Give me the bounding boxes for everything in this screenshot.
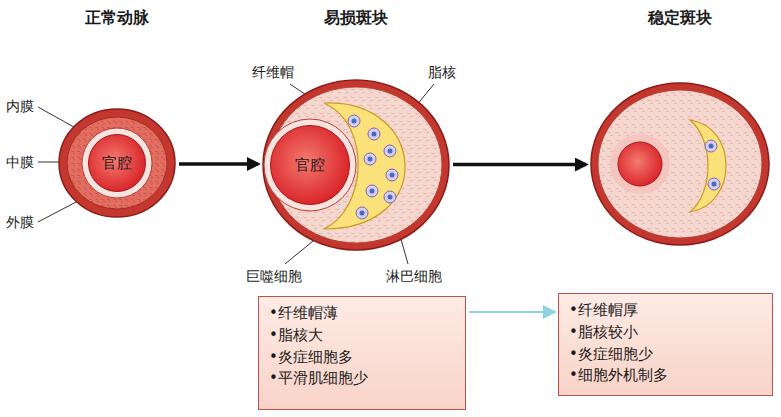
figure-title: 稳定斑块 xyxy=(648,8,712,29)
cell-body xyxy=(368,128,380,140)
cell-body xyxy=(348,115,360,127)
feature-item: •炎症细胞少 xyxy=(569,344,762,366)
lumen-circle: 官腔 xyxy=(88,134,146,192)
artery-section: 稳定斑块 xyxy=(590,82,770,246)
feature-item: •炎症细胞多 xyxy=(269,347,455,369)
lumen-label: 官腔 xyxy=(102,154,132,173)
flow-arrow xyxy=(179,162,258,166)
artery-section: 官腔易损斑块 xyxy=(262,79,450,251)
part-label: 巨噬细胞 xyxy=(246,266,302,286)
flow-arrow xyxy=(453,163,586,167)
cell-nucleus xyxy=(712,182,717,187)
cell-nucleus xyxy=(360,211,365,216)
cell-body xyxy=(384,145,396,157)
cell-body xyxy=(364,153,376,165)
feature-item: •纤维帽厚 xyxy=(569,300,762,322)
adventitia xyxy=(59,109,175,217)
part-label: 中膜 xyxy=(6,152,34,172)
cell-nucleus xyxy=(372,132,377,137)
adventitia xyxy=(591,83,769,245)
part-label: 外膜 xyxy=(6,212,34,232)
lumen-circle: 官腔 xyxy=(270,125,350,205)
cell-nucleus xyxy=(370,189,375,194)
figure-title: 易损斑块 xyxy=(324,8,388,29)
part-label: 内膜 xyxy=(6,96,34,116)
lumen xyxy=(271,126,350,205)
lipid-core xyxy=(690,120,726,212)
cell-body xyxy=(708,178,720,190)
part-label: 脂核 xyxy=(428,62,456,82)
feature-item: •脂核较小 xyxy=(569,322,762,344)
leader-line xyxy=(38,201,78,222)
intima xyxy=(264,119,356,211)
part-label: 淋巴细胞 xyxy=(386,266,442,286)
cell-body xyxy=(386,169,398,181)
flow-arrow xyxy=(469,311,554,313)
figure-title: 正常动脉 xyxy=(85,8,149,29)
part-label: 纤维帽 xyxy=(252,62,294,82)
vessel-wall xyxy=(598,90,762,238)
artery-section: 官腔正常动脉 xyxy=(58,108,176,218)
lumen-label: 官腔 xyxy=(295,156,325,175)
cell-nucleus xyxy=(388,195,393,200)
cell-body xyxy=(366,185,378,197)
feature-box: •纤维帽厚•脂核较小•炎症细胞少•细胞外机制多 xyxy=(558,293,773,396)
cell-nucleus xyxy=(390,173,395,178)
cell-body xyxy=(356,207,368,219)
feature-item: •纤维帽薄 xyxy=(269,303,455,325)
cell-nucleus xyxy=(709,144,714,149)
feature-item: •细胞外机制多 xyxy=(569,365,762,387)
lumen xyxy=(89,135,146,192)
cell-body xyxy=(384,191,396,203)
artery-outline xyxy=(590,82,770,246)
intima xyxy=(82,128,152,198)
feature-item: •平滑肌细胞少 xyxy=(269,368,455,390)
cell-nucleus xyxy=(368,157,373,162)
media xyxy=(67,117,167,209)
cell-nucleus xyxy=(388,149,393,154)
intima xyxy=(610,134,670,194)
cell-body xyxy=(705,140,717,152)
lumen xyxy=(618,142,662,186)
adventitia xyxy=(263,80,449,250)
feature-box: •纤维帽薄•脂核大•炎症细胞多•平滑肌细胞少 xyxy=(258,296,466,410)
feature-item: •脂核大 xyxy=(269,325,455,347)
cell-nucleus xyxy=(352,119,357,124)
